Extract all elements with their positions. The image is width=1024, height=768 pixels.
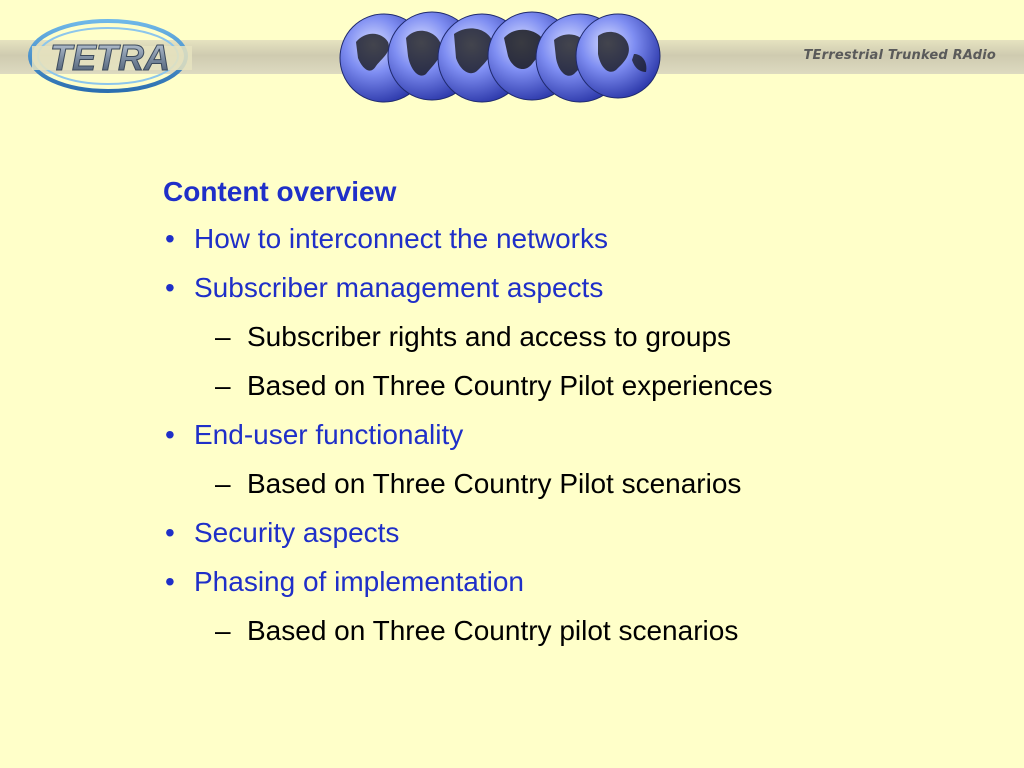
sub-bullet-item: –Based on Three Country Pilot experience…	[163, 361, 963, 410]
dash-marker: –	[215, 370, 231, 401]
bullet-text: End-user functionality	[194, 419, 464, 450]
globes-graphic	[339, 11, 661, 103]
bullet-text: Phasing of implementation	[194, 566, 524, 597]
dash-marker: –	[215, 615, 231, 646]
tagline: TErrestrial Trunked RAdio	[803, 48, 996, 63]
sub-bullet-item: –Based on Three Country pilot scenarios	[163, 606, 963, 655]
sub-bullet-text: Based on Three Country Pilot experiences	[247, 370, 773, 401]
logo-text: TETRA	[50, 37, 170, 78]
globe-icon	[575, 13, 661, 99]
sub-bullet-text: Based on Three Country pilot scenarios	[247, 615, 739, 646]
bullet-marker: •	[165, 517, 175, 548]
bullet-text: How to interconnect the networks	[194, 223, 608, 254]
bullet-marker: •	[165, 223, 175, 254]
bullet-marker: •	[165, 272, 175, 303]
bullet-text: Subscriber management aspects	[194, 272, 604, 303]
bullet-marker: •	[165, 419, 175, 450]
sub-bullet-text: Subscriber rights and access to groups	[247, 321, 732, 352]
bullet-item: • Security aspects	[163, 508, 963, 557]
sub-bullet-item: –Based on Three Country Pilot scenarios	[163, 459, 963, 508]
bullet-item: • Phasing of implementation	[163, 557, 963, 606]
bullet-item: • How to interconnect the networks	[163, 214, 963, 263]
dash-marker: –	[215, 321, 231, 352]
bullet-item: • Subscriber management aspects	[163, 263, 963, 312]
bullet-list: • How to interconnect the networks • Subscr…	[163, 214, 963, 655]
tetra-logo: TETRA	[28, 19, 192, 93]
sub-bullet-text: Based on Three Country Pilot scenarios	[247, 468, 742, 499]
slide-header: TETRA	[0, 0, 1024, 112]
sub-bullet-item: –Subscriber rights and access to groups	[163, 312, 963, 361]
slide-content: Content overview • How to interconnect th…	[163, 170, 963, 655]
slide-heading: Content overview	[163, 176, 397, 207]
dash-marker: –	[215, 468, 231, 499]
bullet-marker: •	[165, 566, 175, 597]
bullet-item: • End-user functionality	[163, 410, 963, 459]
bullet-text: Security aspects	[194, 517, 400, 548]
